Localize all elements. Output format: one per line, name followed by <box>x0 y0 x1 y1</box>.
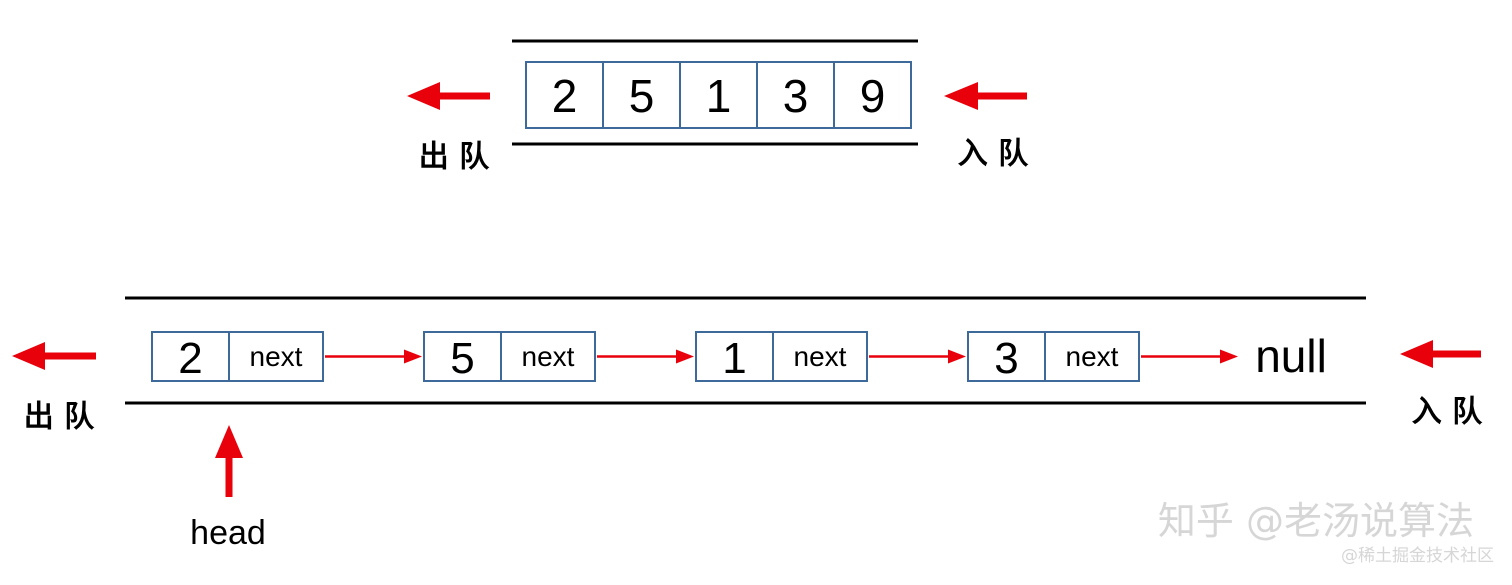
linked-dequeue-label: 出 队 <box>24 400 95 435</box>
array-cell-box <box>756 61 835 129</box>
node-value: 3 <box>994 334 1018 383</box>
array-cell-box <box>833 61 912 129</box>
list-node: 1 next <box>695 331 868 383</box>
node-pointer-label: next <box>794 341 847 372</box>
array-cell: 3 <box>756 61 835 129</box>
linked-dequeue-arrow-icon <box>12 342 96 370</box>
linked-enqueue-label: 入 队 <box>1412 395 1483 430</box>
linked-enqueue-arrow-icon <box>1400 340 1481 368</box>
watermark-primary: 知乎 @老汤说算法 <box>1158 499 1474 543</box>
next-link-arrow-icon <box>597 349 694 364</box>
node-pointer-box <box>228 331 324 382</box>
linked-queue: 2 next 5 next 1 next 3 next null 出 队 入 队 head <box>12 296 1483 552</box>
node-pointer-label: next <box>1066 341 1119 372</box>
node-pointer-box <box>500 331 596 382</box>
array-dequeue-label: 出 队 <box>419 140 490 175</box>
null-terminal: null <box>1255 330 1327 382</box>
list-node: 5 next <box>423 331 596 383</box>
linked-links <box>325 349 1238 364</box>
list-node: 3 next <box>967 331 1140 383</box>
array-cell: 9 <box>833 61 912 129</box>
head-arrow-icon <box>215 425 243 497</box>
array-cell-value: 5 <box>629 70 655 122</box>
linked-nodes: 2 next 5 next 1 next 3 next <box>151 331 1140 383</box>
array-cell: 1 <box>679 61 758 129</box>
list-node: 2 next <box>151 331 324 383</box>
watermark-secondary: @稀土掘金技术社区 <box>1341 546 1494 566</box>
next-link-arrow-icon <box>869 349 966 364</box>
node-value-box <box>967 331 1046 382</box>
node-value-box <box>151 331 230 382</box>
array-enqueue-arrow-icon <box>944 82 1027 110</box>
node-pointer-box <box>1044 331 1140 382</box>
array-cell: 5 <box>602 61 681 129</box>
head-label: head <box>190 514 266 552</box>
array-dequeue-arrow-icon <box>407 82 490 110</box>
node-value: 1 <box>722 334 746 383</box>
next-link-arrow-icon <box>1141 349 1238 364</box>
node-pointer-box <box>772 331 868 382</box>
node-value: 5 <box>450 334 474 383</box>
node-value: 2 <box>178 334 202 383</box>
array-cell-value: 3 <box>783 70 809 122</box>
node-pointer-label: next <box>522 341 575 372</box>
array-cell: 2 <box>525 61 604 129</box>
node-value-box <box>695 331 774 382</box>
next-link-arrow-icon <box>325 349 422 364</box>
array-enqueue-label: 入 队 <box>958 137 1029 172</box>
array-cell-box <box>679 61 758 129</box>
node-pointer-label: next <box>250 341 303 372</box>
array-cell-value: 2 <box>552 70 578 122</box>
array-cell-value: 9 <box>860 70 886 122</box>
array-cell-value: 1 <box>706 70 732 122</box>
